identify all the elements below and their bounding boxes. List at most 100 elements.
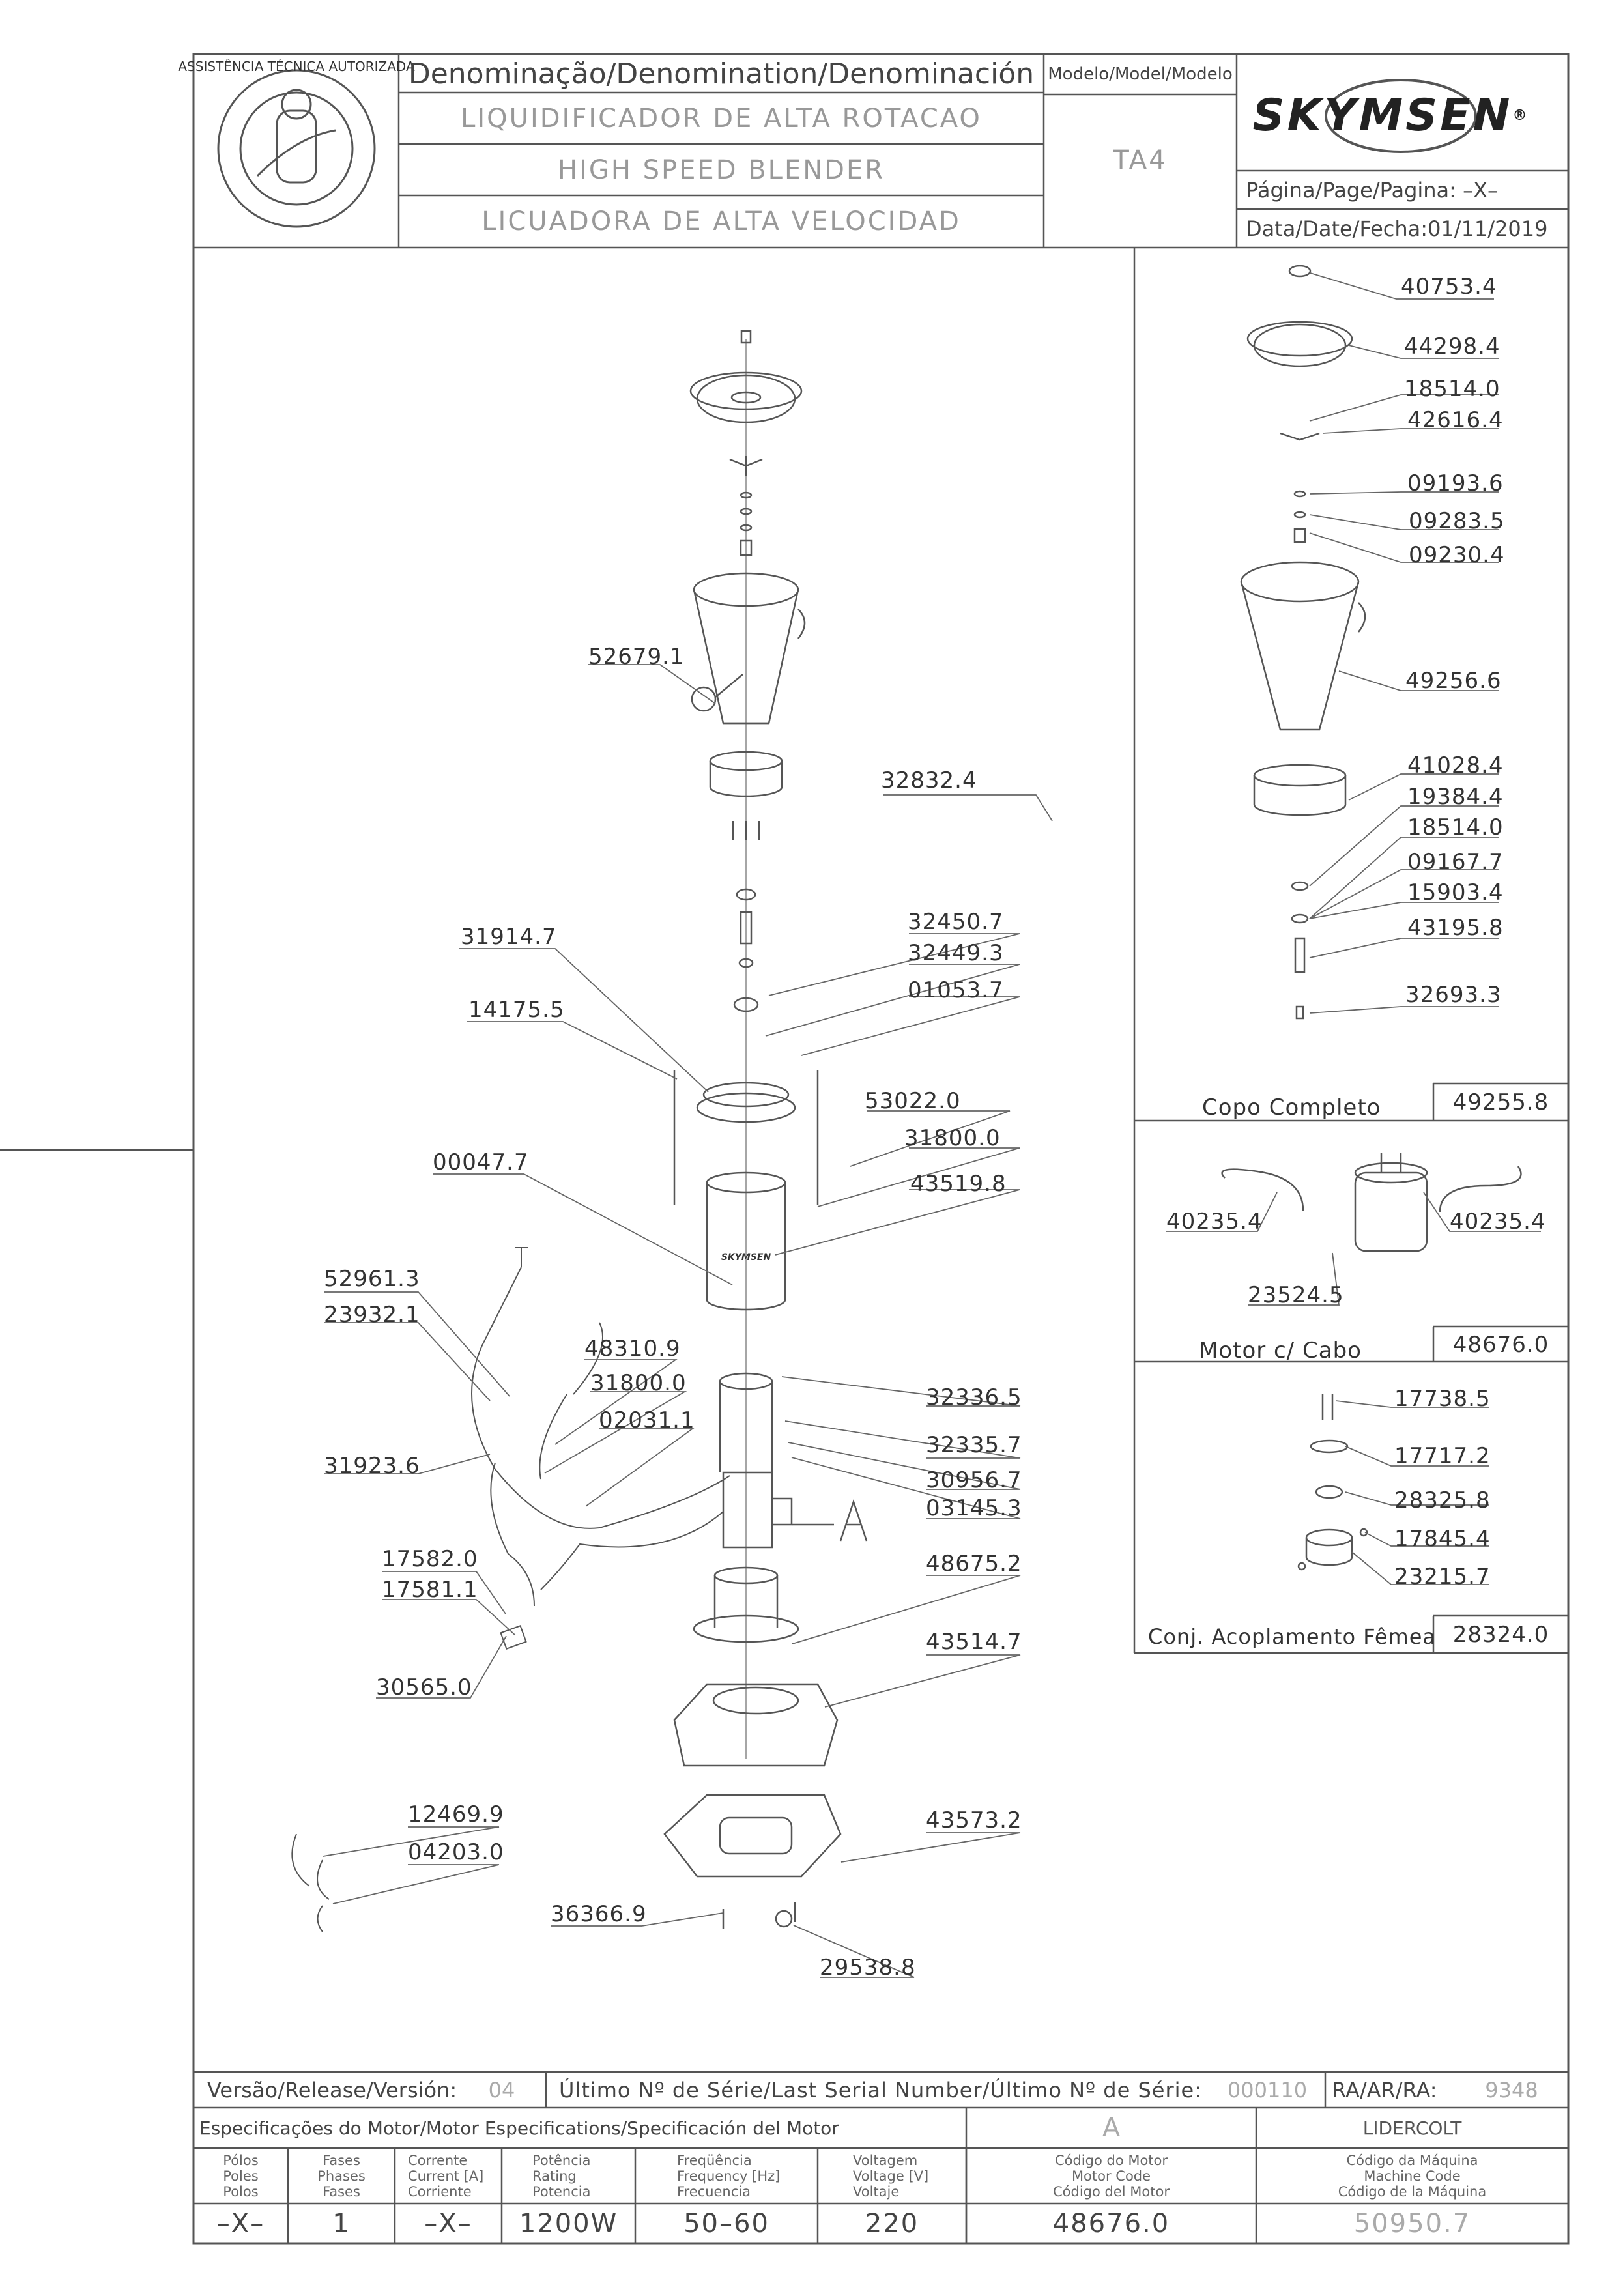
kit-code-motor: 48676.0 bbox=[1452, 1332, 1549, 1358]
part-label: 30956.7 bbox=[926, 1467, 1022, 1493]
part-label: 41028.4 bbox=[1407, 753, 1504, 779]
spec-value-current: –X– bbox=[424, 2209, 472, 2239]
part-label: 43514.7 bbox=[926, 1629, 1022, 1655]
brand-name: SKYMSEN bbox=[1252, 90, 1513, 141]
ra-label: RA/AR/RA: bbox=[1332, 2078, 1437, 2102]
part-label: 09230.4 bbox=[1409, 542, 1505, 568]
part-label: 02031.1 bbox=[599, 1407, 695, 1433]
part-label: 40235.4 bbox=[1450, 1209, 1546, 1235]
manufacturer: LIDERCOLT bbox=[1362, 2117, 1462, 2139]
brand-logo: SKYMSEN® bbox=[1238, 78, 1544, 153]
skymsen-logo-shape bbox=[1325, 79, 1477, 153]
part-label: 43519.8 bbox=[910, 1171, 1007, 1197]
kit-code-coupling: 28324.0 bbox=[1452, 1622, 1549, 1648]
part-label: 09167.7 bbox=[1407, 849, 1504, 875]
part-label: 17845.4 bbox=[1394, 1526, 1491, 1552]
spec-value-poles: –X– bbox=[216, 2209, 265, 2239]
part-label: 17581.1 bbox=[382, 1577, 478, 1603]
name-en: HIGH SPEED BLENDER bbox=[557, 154, 885, 185]
name-pt: LIQUIDIFICADOR DE ALTA ROTACAO bbox=[461, 103, 982, 134]
motor-ref: A bbox=[1102, 2113, 1121, 2143]
part-label: 12469.9 bbox=[408, 1801, 504, 1828]
date-label: Data/Date/Fecha:01/11/2019 bbox=[1246, 216, 1548, 241]
ra-value: 9348 bbox=[1485, 2078, 1538, 2102]
spec-value-phases: 1 bbox=[332, 2209, 351, 2239]
part-label: 28325.8 bbox=[1394, 1487, 1491, 1514]
part-label: 17582.0 bbox=[382, 1546, 478, 1572]
part-label: 18514.0 bbox=[1407, 814, 1504, 840]
coupling-kit-drawing bbox=[1297, 1394, 1368, 1571]
part-label: 29538.8 bbox=[820, 1955, 916, 1981]
version-value: 04 bbox=[488, 2078, 515, 2102]
part-label: 00047.7 bbox=[433, 1149, 529, 1175]
main-assembly bbox=[663, 330, 868, 1929]
part-label: 17717.2 bbox=[1394, 1443, 1491, 1469]
part-label: 43573.2 bbox=[926, 1807, 1022, 1833]
kit-title-motor: Motor c/ Cabo bbox=[1199, 1338, 1362, 1364]
registered-mark: ® bbox=[1512, 108, 1530, 124]
part-label: 40235.4 bbox=[1166, 1209, 1263, 1235]
serial-label: Último Nº de Série/Last Serial Number/Úl… bbox=[559, 2078, 1202, 2102]
part-label: 32335.7 bbox=[926, 1432, 1022, 1458]
serial-value: 000110 bbox=[1227, 2078, 1308, 2102]
part-label: 18514.0 bbox=[1404, 376, 1501, 402]
part-label: 53022.0 bbox=[865, 1088, 961, 1114]
motor-spec-label: Especificações do Motor/Motor Especifica… bbox=[199, 2117, 839, 2139]
sheet-border bbox=[192, 53, 1570, 2245]
part-label: 23215.7 bbox=[1394, 1564, 1491, 1590]
part-label: 31800.0 bbox=[904, 1125, 1001, 1151]
part-label: 23524.5 bbox=[1248, 1282, 1344, 1308]
loose-parts bbox=[291, 1833, 330, 1932]
housing-logo: SKYMSEN bbox=[721, 1252, 771, 1263]
part-label: 31800.0 bbox=[590, 1370, 687, 1396]
part-label: 23932.1 bbox=[324, 1302, 420, 1328]
part-label: 04203.0 bbox=[408, 1839, 504, 1865]
kit-title-jug: Copo Completo bbox=[1202, 1095, 1381, 1121]
kit-title-coupling: Conj. Acoplamento Fêmea bbox=[1148, 1624, 1436, 1649]
part-label: 09283.5 bbox=[1409, 508, 1505, 534]
part-label: 19384.4 bbox=[1407, 784, 1504, 810]
denomination-title: Denominação/Denomination/Denominación bbox=[408, 57, 1035, 91]
part-label: 17738.5 bbox=[1394, 1386, 1491, 1412]
part-label: 03145.3 bbox=[926, 1495, 1022, 1521]
part-label: 42616.4 bbox=[1407, 407, 1504, 433]
model-value: TA4 bbox=[1113, 145, 1168, 175]
spec-value-machine-code: 50950.7 bbox=[1353, 2209, 1471, 2239]
part-label: 43195.8 bbox=[1407, 915, 1504, 941]
jug-kit-drawing bbox=[1240, 265, 1366, 1020]
spec-value-voltage: 220 bbox=[865, 2209, 919, 2239]
spec-value-motor-code: 48676.0 bbox=[1052, 2209, 1170, 2239]
authorized-service-seal bbox=[217, 69, 376, 228]
part-label: 48310.9 bbox=[584, 1336, 681, 1362]
model-label: Modelo/Model/Modelo bbox=[1048, 65, 1233, 84]
version-label: Versão/Release/Versión: bbox=[207, 2078, 457, 2102]
part-label: 40753.4 bbox=[1401, 274, 1497, 300]
part-label: 32336.5 bbox=[926, 1385, 1022, 1411]
part-label: 32449.3 bbox=[908, 940, 1004, 966]
part-label: 44298.4 bbox=[1404, 334, 1501, 360]
part-label: 01053.7 bbox=[908, 977, 1004, 1003]
motor-ref-marker: A bbox=[842, 1495, 843, 1496]
name-es: LICUADORA DE ALTA VELOCIDAD bbox=[481, 206, 961, 237]
part-label: 52679.1 bbox=[588, 644, 685, 670]
page-label: Página/Page/Pagina: –X– bbox=[1246, 178, 1499, 203]
part-label: 14175.5 bbox=[468, 997, 565, 1023]
part-label: 52961.3 bbox=[324, 1266, 420, 1292]
kit-code-jug: 49255.8 bbox=[1452, 1089, 1549, 1115]
part-label: 48675.2 bbox=[926, 1551, 1022, 1577]
spec-value-frequency: 50–60 bbox=[683, 2209, 769, 2239]
leader-lines bbox=[323, 272, 1541, 1978]
part-label: 15903.4 bbox=[1407, 880, 1504, 906]
part-label: 32693.3 bbox=[1405, 982, 1502, 1008]
spec-value-rating: 1200W bbox=[519, 2209, 618, 2239]
